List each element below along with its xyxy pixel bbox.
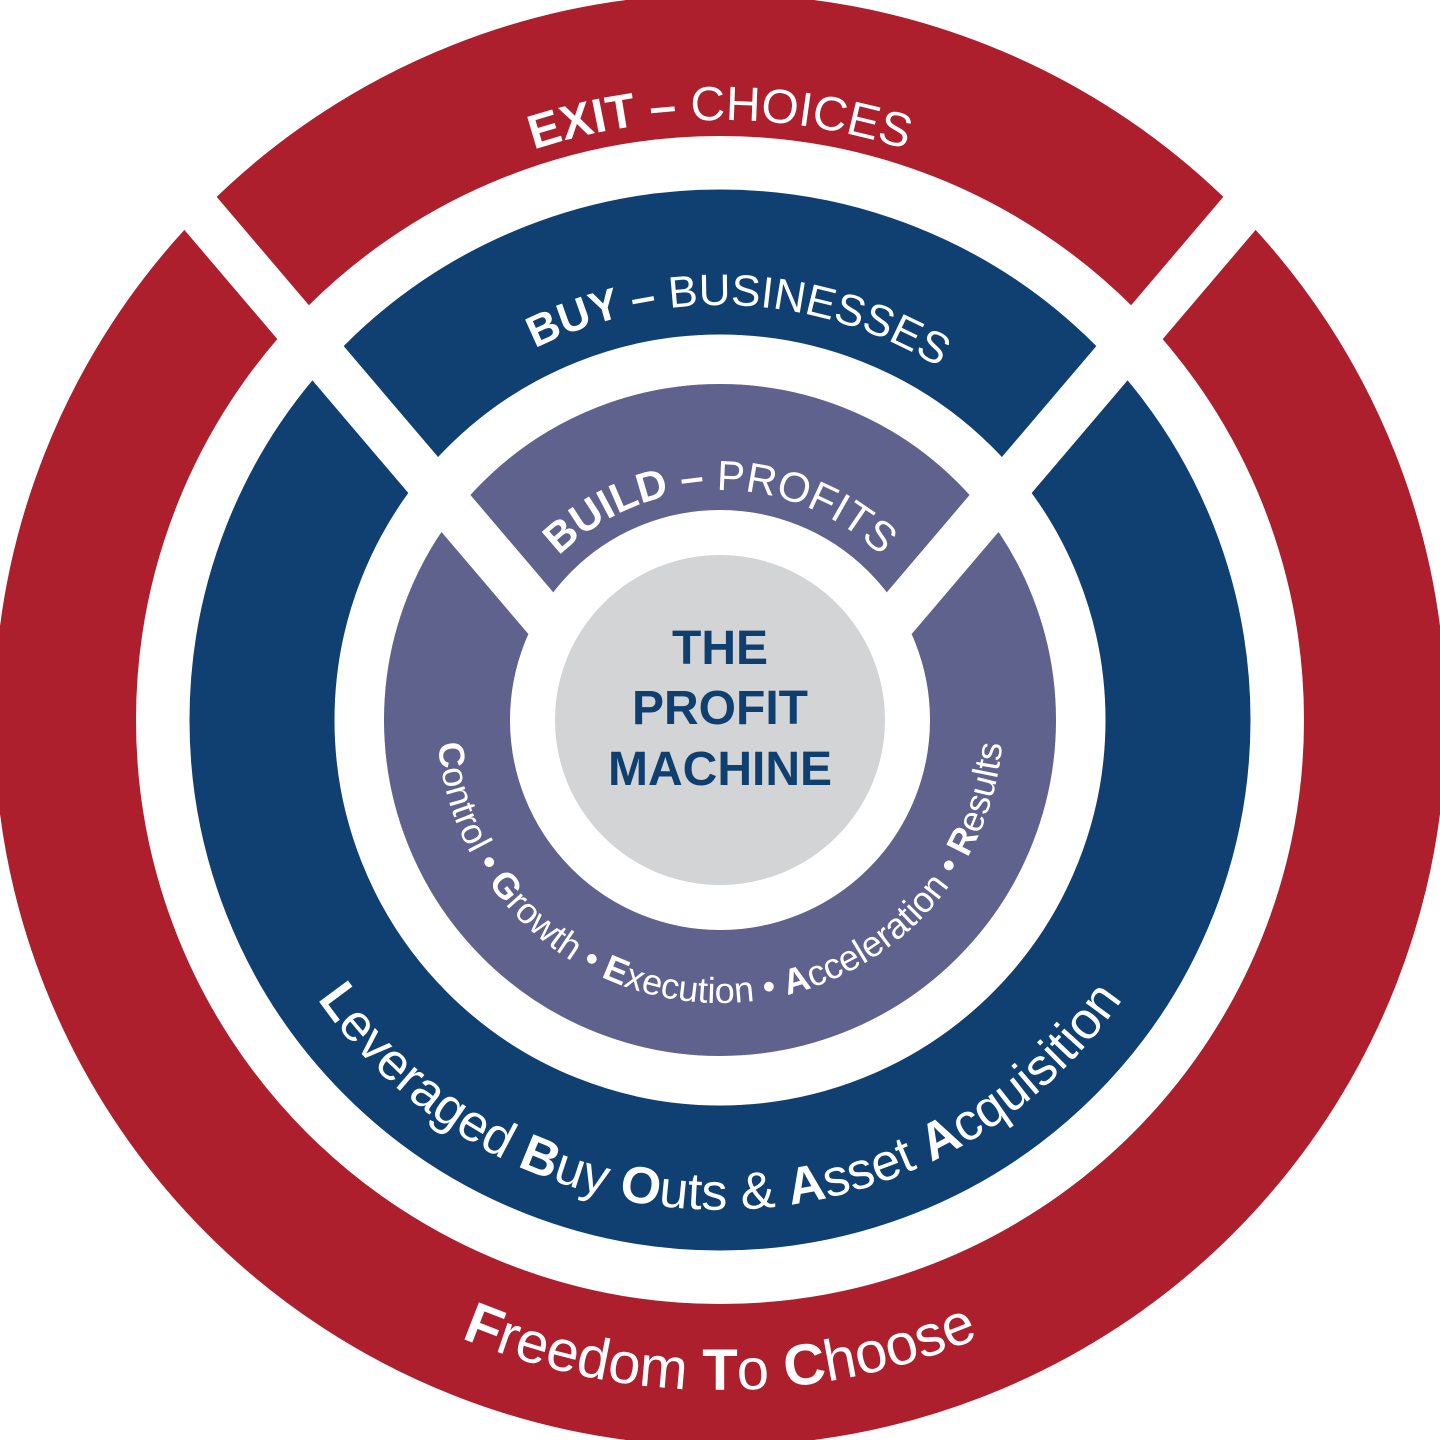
label-segment: C (430, 739, 474, 770)
label-segment: O (616, 1154, 666, 1218)
middle-ring-blue (189, 189, 1251, 1251)
inner-ring-purple (384, 384, 1056, 1056)
label-segment: o (735, 1335, 787, 1403)
center-title-line3: MACHINE (608, 743, 832, 796)
label-segment: T (702, 1338, 737, 1403)
center-title-line2: PROFIT (632, 682, 808, 735)
label-segment: C (779, 1330, 829, 1400)
label-segment: uts & (657, 1159, 792, 1222)
center-title-line1: THE (672, 622, 768, 675)
center-circle (555, 555, 885, 885)
